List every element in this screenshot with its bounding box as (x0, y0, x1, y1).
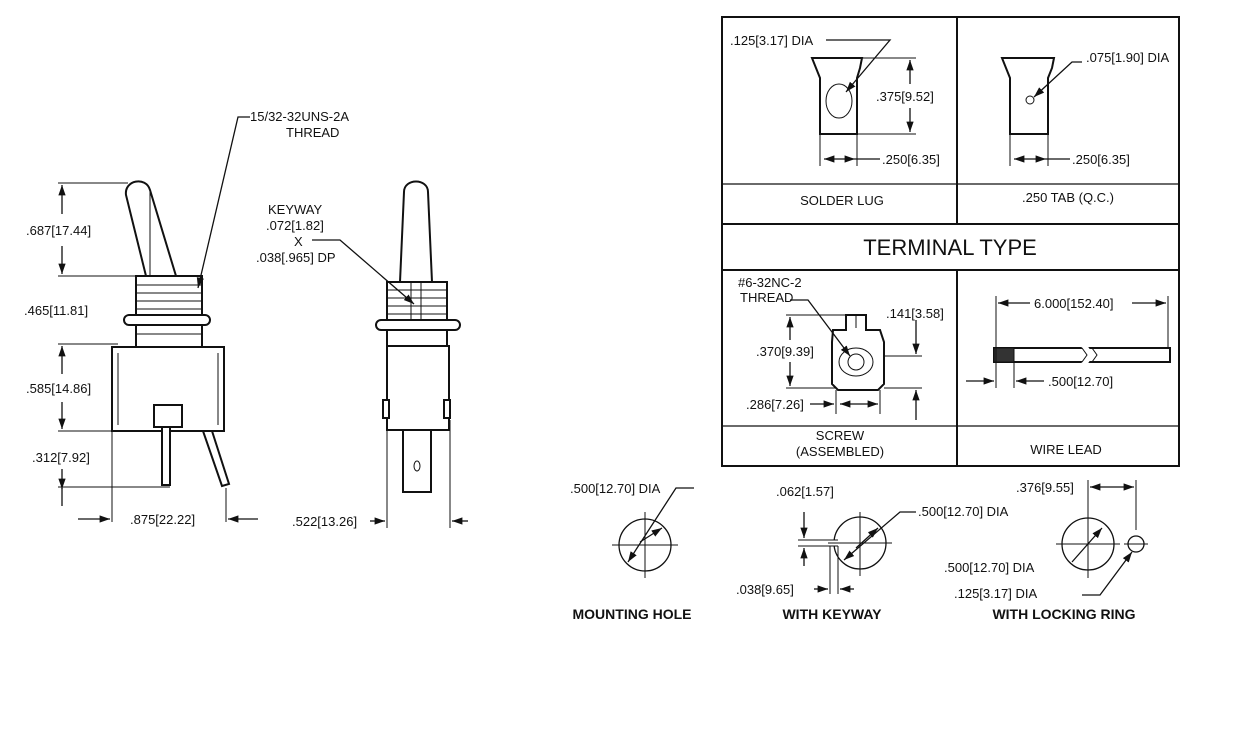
locking-dia: .500[12.70] DIA (944, 560, 1035, 575)
screw-thread-1: #6-32NC-2 (738, 275, 802, 290)
mounting-hole: .500[12.70] DIA MOUNTING HOLE (570, 481, 694, 622)
toggle-lever (124, 180, 178, 277)
wire-length: 6.000[152.40] (1034, 296, 1114, 311)
with-keyway-label: WITH KEYWAY (782, 606, 882, 622)
wire-lead-cell: 6.000[152.40] .500[12.70] WIRE LEAD (966, 296, 1171, 457)
solder-lug-width: .250[6.35] (882, 152, 940, 167)
solder-lug-label: SOLDER LUG (800, 193, 884, 208)
keyway-dia: .500[12.70] DIA (918, 504, 1009, 519)
tab-cell: .075[1.90] DIA .250[6.35] .250 TAB (Q.C.… (1000, 50, 1169, 205)
keyway-depth: .062[1.57] (776, 484, 834, 499)
dim-body: .585[14.86] (26, 381, 91, 396)
solder-lug-dia: .125[3.17] DIA (730, 33, 813, 48)
end-lever (398, 180, 434, 283)
screw-label-2: (ASSEMBLED) (796, 444, 884, 459)
screw-dim-b: .370[9.39] (756, 344, 814, 359)
solder-lug-height: .375[9.52] (876, 89, 934, 104)
tab-width: .250[6.35] (1072, 152, 1130, 167)
solder-lug-cell: .125[3.17] DIA .375[9.52] .250[6.35] SOL… (730, 33, 940, 208)
keyway-label-3: X (294, 234, 303, 249)
keyway-label-4: .038[.965] DP (256, 250, 336, 265)
mounting-hole-label: MOUNTING HOLE (573, 606, 692, 622)
dim-pins: .312[7.92] (32, 450, 90, 465)
keyway-label-2: .072[1.82] (266, 218, 324, 233)
terminal-type-table: TERMINAL TYPE .125[3.17] DIA .375[9.52] … (721, 16, 1180, 467)
mounting-hole-dia: .500[12.70] DIA (570, 481, 661, 496)
keyway-width: .038[9.65] (736, 582, 794, 597)
thread-label-2: THREAD (286, 125, 339, 140)
end-view: KEYWAY .072[1.82] X .038[.965] DP .522[1… (256, 180, 468, 529)
mounting-with-keyway: .062[1.57] .500[12.70] DIA .038[9.65] WI… (736, 484, 1009, 622)
screw-dim-c: .286[7.26] (746, 397, 804, 412)
dim-bushing: .465[11.81] (24, 303, 88, 318)
dim-width: .875[22.22] (130, 512, 195, 527)
end-body (386, 345, 450, 431)
lock-nut (123, 314, 211, 326)
tab-label: .250 TAB (Q.C.) (1022, 190, 1114, 205)
dim-lever: .687[17.44] (26, 223, 91, 238)
wire-strip: .500[12.70] (1048, 374, 1113, 389)
wire-lead-label: WIRE LEAD (1030, 442, 1102, 457)
screw-cell: #6-32NC-2 THREAD .141[3.58] .370[9.39] .… (738, 275, 944, 459)
terminal-type-title: TERMINAL TYPE (863, 235, 1037, 260)
end-dim-width: .522[13.26] (292, 514, 357, 529)
table-frame (721, 16, 1180, 467)
screw-thread-2: THREAD (740, 290, 793, 305)
thread-label-1: 15/32-32UNS-2A (250, 109, 349, 124)
bushing (135, 275, 203, 317)
with-locking-ring-label: WITH LOCKING RING (992, 606, 1135, 622)
tab-dia: .075[1.90] DIA (1086, 50, 1169, 65)
keyway-label-1: KEYWAY (268, 202, 323, 217)
screw-label-1: SCREW (816, 428, 865, 443)
locking-offset: .376[9.55] (1016, 480, 1074, 495)
locking-ring-dia: .125[3.17] DIA (954, 586, 1037, 601)
side-view: 15/32-32UNS-2A THREAD .687[17.44] .465[1… (24, 109, 349, 527)
screw-dim-a: .141[3.58] (886, 306, 944, 321)
mounting-with-locking-ring: .376[9.55] .500[12.70] DIA .125[3.17] DI… (944, 480, 1148, 622)
